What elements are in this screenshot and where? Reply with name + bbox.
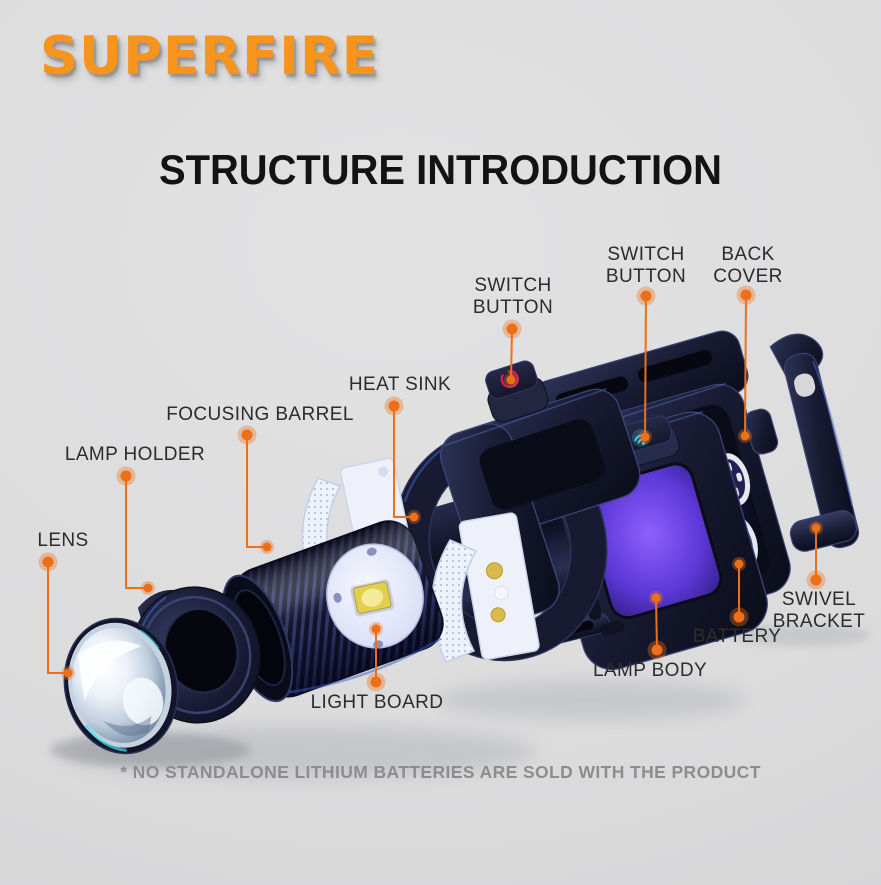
- page-title: STRUCTURE INTRODUCTION: [158, 146, 722, 193]
- label-swivel-line1: SWIVEL: [781, 589, 857, 610]
- switch-front-leader: [510, 328, 513, 381]
- label-swivel-line2: BRACKET: [772, 611, 866, 632]
- label-lens: LENS: [37, 530, 88, 552]
- front-frame-illustration: [440, 360, 641, 622]
- label-switch-front-line1: SWITCH: [474, 275, 552, 296]
- label-lamp-holder: LAMP HOLDER: [65, 444, 205, 466]
- back-cover-leader: [744, 294, 747, 437]
- lamp-body-leader: [655, 597, 658, 651]
- label-light-board-text: LIGHT BOARD: [310, 692, 444, 713]
- label-focusing-barrel-text: FOCUSING BARREL: [166, 404, 354, 425]
- heat-sink-leader: [393, 406, 414, 518]
- lens-leader: [47, 562, 68, 674]
- switch-rear-leader: [644, 295, 647, 438]
- label-focusing-barrel: FOCUSING BARREL: [166, 404, 354, 426]
- lamp-holder-leader: [125, 476, 148, 589]
- focusing-barrel-leader: [246, 435, 267, 548]
- leader-lines: [47, 294, 817, 682]
- label-switch-rear-line1: SWITCH: [607, 244, 685, 265]
- brand-logo: SUPERFIRE: [40, 26, 380, 87]
- label-battery: BATTERY: [693, 626, 782, 648]
- label-lamp-holder-text: LAMP HOLDER: [64, 444, 206, 465]
- label-switch-rear-line2: BUTTON: [605, 266, 687, 287]
- label-battery-text: BATTERY: [692, 626, 782, 647]
- label-back-cover-line1: BACK: [721, 244, 775, 265]
- label-back-cover-line2: COVER: [713, 266, 783, 287]
- leader-dots: [38, 285, 826, 692]
- light-board-illustration: [326, 543, 424, 649]
- label-heat-sink: HEAT SINK: [349, 374, 451, 396]
- contact-plate-illustration: [458, 512, 540, 660]
- label-lamp-body: LAMP BODY: [593, 660, 707, 682]
- disclaimer-note: * NO STANDALONE LITHIUM BATTERIES ARE SO…: [120, 762, 761, 782]
- label-heat-sink-text: HEAT SINK: [348, 374, 452, 395]
- swivel-bracket-illustration: [769, 333, 860, 552]
- label-light-board: LIGHT BOARD: [311, 692, 444, 714]
- reflector-right-illustration: [431, 539, 478, 663]
- label-lamp-body-text: LAMP BODY: [592, 660, 708, 681]
- label-lens-text: LENS: [37, 530, 89, 551]
- lens-illustration: [63, 617, 179, 755]
- label-switch-front-line2: BUTTON: [472, 297, 554, 318]
